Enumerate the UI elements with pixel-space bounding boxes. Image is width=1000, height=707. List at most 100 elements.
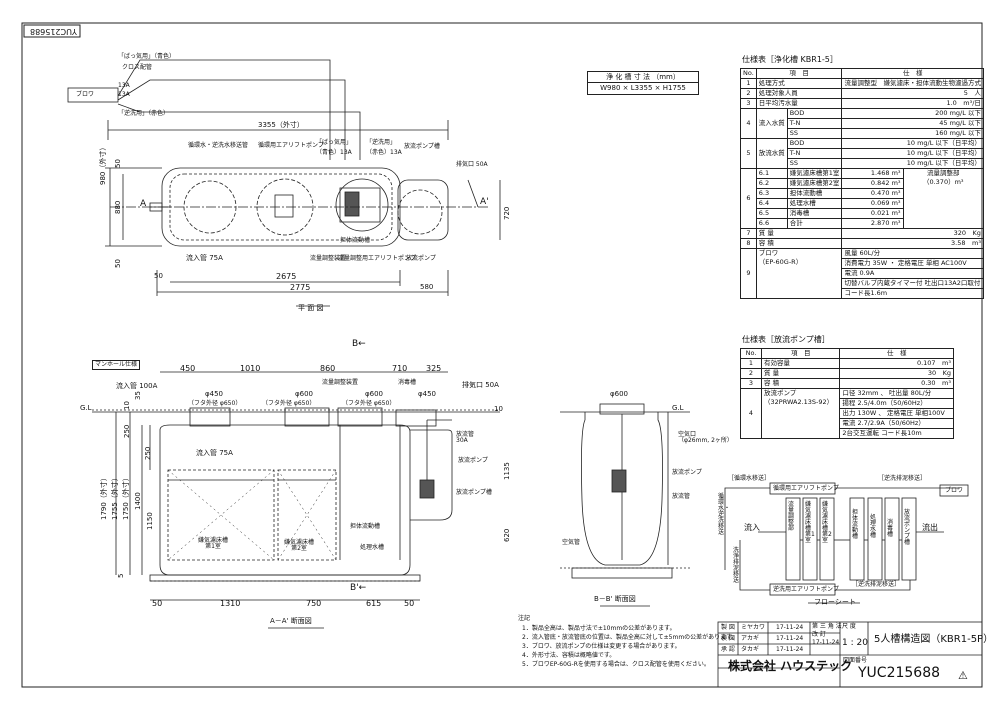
cell: T-N (786, 118, 843, 129)
tb-date-3: 17-11-24 (776, 646, 804, 653)
cell: 0.30 m³ (839, 378, 954, 389)
tb-date-1: 17-11-24 (776, 624, 804, 631)
dim-bottom-50a: 50 (152, 599, 163, 608)
tb-role-2: 検 図 (721, 635, 735, 642)
dim-total-length: 3355（外寸） (258, 121, 304, 129)
carrier-tank-a-label: 担体流動槽 (350, 523, 381, 530)
phi450b: φ450 (418, 390, 436, 398)
plan-view-drawing (67, 59, 501, 307)
cell: BOD (786, 138, 843, 149)
tb-company: 株式会社 ハウステック (728, 659, 853, 673)
tb-date-2: 17-11-24 (776, 635, 804, 642)
cell: 3.58 m³ (841, 238, 984, 249)
cell: 消費電力 35W ・ 定格電圧 単相 AC100V (841, 258, 984, 269)
cell: 6.5 (755, 208, 788, 219)
cell: 3 (740, 378, 762, 389)
note-3: 3．ブロワ、放流ポンプの仕様は変更する場合があります。 (522, 643, 681, 650)
cell: 流入水質 (755, 108, 788, 139)
drawing-number-rotated: YUC215688 (30, 27, 77, 36)
flow-top-2: 循環用エアリフトポンプ (773, 485, 839, 492)
cell: 流量調整型 嫌気濾床・担体流動生物濾過方式 (841, 78, 984, 89)
lid-dia-2: （フタ外径 φ650） (342, 400, 396, 407)
cell: 10 mg/L 以下（日平均） (841, 138, 984, 149)
tb-scale: 1 : 20 (842, 638, 868, 648)
note-5: 5．ブロワEP-60G-Rを使用する場合は、クロス配管を使用ください。 (522, 661, 710, 668)
pump-b-label: 放流ポンプ (672, 469, 702, 476)
cell: 4 (740, 108, 757, 139)
cell: 320 Kg (841, 228, 984, 239)
cell: 質 量 (760, 368, 841, 379)
flow-outlet: 流出 (922, 523, 938, 532)
dim-top-1010: 1010 (240, 364, 261, 373)
cell: 切替バルブ内蔵タイマー付 吐出口13A2口取付 (841, 278, 984, 289)
dim-bottom-50b: 50 (404, 599, 415, 608)
anaerobic-2-label: 嫌気濾床槽 第2室 (284, 539, 315, 552)
phi600b: φ600 (365, 390, 383, 398)
dim-left-5: 5 (117, 573, 125, 578)
spec-table-1-title: 仕様表［浄化槽 KBR1-5］ (742, 55, 838, 64)
flow-side-2: 洗浄排泥移送 (733, 547, 740, 584)
dim-50-v2: 50 (114, 259, 122, 268)
air-inlet-label: 空気口 （φ26mm, 2ヶ所） (678, 431, 733, 444)
section-b-caption: B－B' 断面図 (594, 595, 636, 603)
circ-pipe-label: 循環水・逆洗水移送管 (188, 142, 249, 149)
th-spec: 仕 様 (841, 68, 984, 79)
cell: 口径 32mm 、 吐出量 80L/分 (839, 388, 954, 399)
cell: 1 (740, 78, 757, 89)
cell: 0.021 m³ (841, 208, 904, 219)
cell: 0.842 m³ (841, 178, 904, 189)
cell: 消毒槽 (786, 208, 843, 219)
note-2: 2．流入管底・放流管底の位置は、製品全高に対して±5mmの公差があります。 (522, 634, 738, 641)
backwash-top-label: 「逆洗用」（赤色） (118, 110, 170, 117)
dim-bottom-615: 615 (366, 599, 382, 608)
dim-top-450: 450 (180, 364, 196, 373)
pump-tank-a-label: 放流ポンプ槽 (456, 489, 492, 496)
dim-left-1400: 1400 (134, 492, 142, 510)
dim-top-860: 860 (320, 364, 336, 373)
dim-bottom-750: 750 (306, 599, 322, 608)
flow-sheet-drawing (724, 482, 969, 604)
cell: 4 (740, 388, 762, 439)
tb-revised: 改 訂 (812, 631, 826, 638)
cell: 2 (740, 88, 757, 99)
cross-pipe-label: クロス配管 (122, 64, 153, 71)
dim-50-v1: 50 (114, 159, 122, 168)
cell: 5 (740, 138, 757, 169)
th-item: 項 目 (755, 68, 843, 79)
cell: 1.0 m³/日 (841, 98, 984, 109)
pump-a-label: 放流ポンプ (458, 457, 488, 464)
cell: 5 人 (841, 88, 984, 99)
cell: 2 (740, 368, 762, 379)
flow-bottom-2: ［逆洗排泥移送］ (852, 581, 901, 588)
cell: 電流 2.7/2.9A（50/60Hz） (839, 418, 954, 429)
flow-bottom-1: 逆洗用エアリフトポンプ (773, 586, 839, 593)
cell: 有効容量 (760, 358, 841, 369)
cell: 160 mg/L 以下 (841, 128, 984, 139)
cell: 45 mg/L 以下 (841, 118, 984, 129)
warning-triangle-icon: ⚠ (958, 669, 968, 682)
plan-view-caption: 平 面 図 (298, 304, 324, 312)
section-mark-b-prime: B'← (350, 583, 367, 593)
dim-10-b: 10 (494, 405, 503, 413)
ground-level-label: G.L (80, 404, 92, 412)
flow-adjuster-a-label: 流量調整装置 (322, 379, 359, 386)
carrier-tank-label: 担体流動槽 (340, 237, 371, 244)
cell: 6.6 (755, 218, 788, 229)
cell: 8 (740, 238, 757, 249)
pipe-13a-1: 13A (118, 82, 130, 89)
cell: 0.107 m³ (839, 358, 954, 369)
cell: 日平均汚水量 (755, 98, 843, 109)
dim-50-plan: 50 (154, 272, 163, 280)
manhole-spec-label: マンホール仕様 (92, 360, 141, 370)
cell: 10 mg/L 以下（日平均） (841, 148, 984, 159)
vent-a-label: 排気口 50A (462, 381, 499, 389)
anaerobic-1-label: 嫌気濾床槽 第1室 (198, 537, 229, 550)
note-4: 4．外形寸法、容積は概略値です。 (522, 652, 616, 659)
cell: 放流水質 (755, 138, 788, 169)
dim-left-250a: 250 (123, 424, 131, 438)
dim-left-1750: 1750（外寸） (122, 474, 130, 520)
disinfect-label: 消毒槽 (398, 379, 417, 386)
dim-880: 880 (114, 200, 122, 214)
cell: 2台交互運転 コード長10m (839, 428, 954, 439)
dimension-box-value: W980 × L3355 × H1755 (600, 84, 686, 92)
